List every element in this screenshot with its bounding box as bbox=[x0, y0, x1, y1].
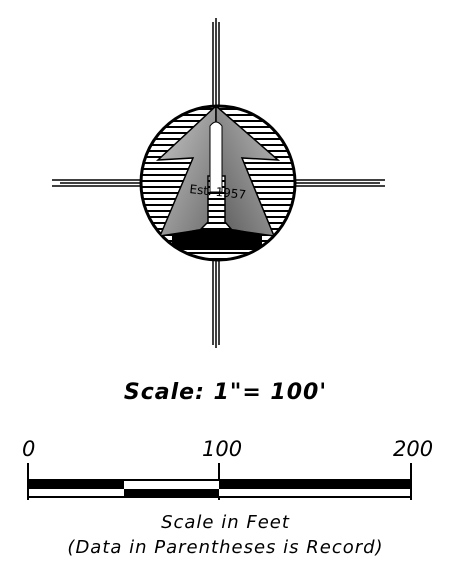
scale-tick-200: 200 bbox=[393, 437, 434, 461]
record-note: (Data in Parentheses is Record) bbox=[67, 537, 384, 558]
scale-segment-50-100 bbox=[124, 489, 219, 497]
scale-tick-0: 0 bbox=[22, 437, 36, 461]
scale-title: Scale: 1"= 100' bbox=[123, 380, 328, 405]
scale-unit-label: Scale in Feet bbox=[161, 512, 290, 533]
north-arrow-icon: Est. 1957 bbox=[52, 18, 385, 348]
scale-segment-100-200 bbox=[219, 480, 411, 489]
scale-tick-100: 100 bbox=[202, 437, 243, 461]
seal-text: Est. 1957 bbox=[189, 182, 247, 202]
scale-segment-0-50 bbox=[28, 480, 124, 489]
crosshair-lines bbox=[52, 18, 385, 348]
north-arrow-shape bbox=[155, 106, 281, 250]
